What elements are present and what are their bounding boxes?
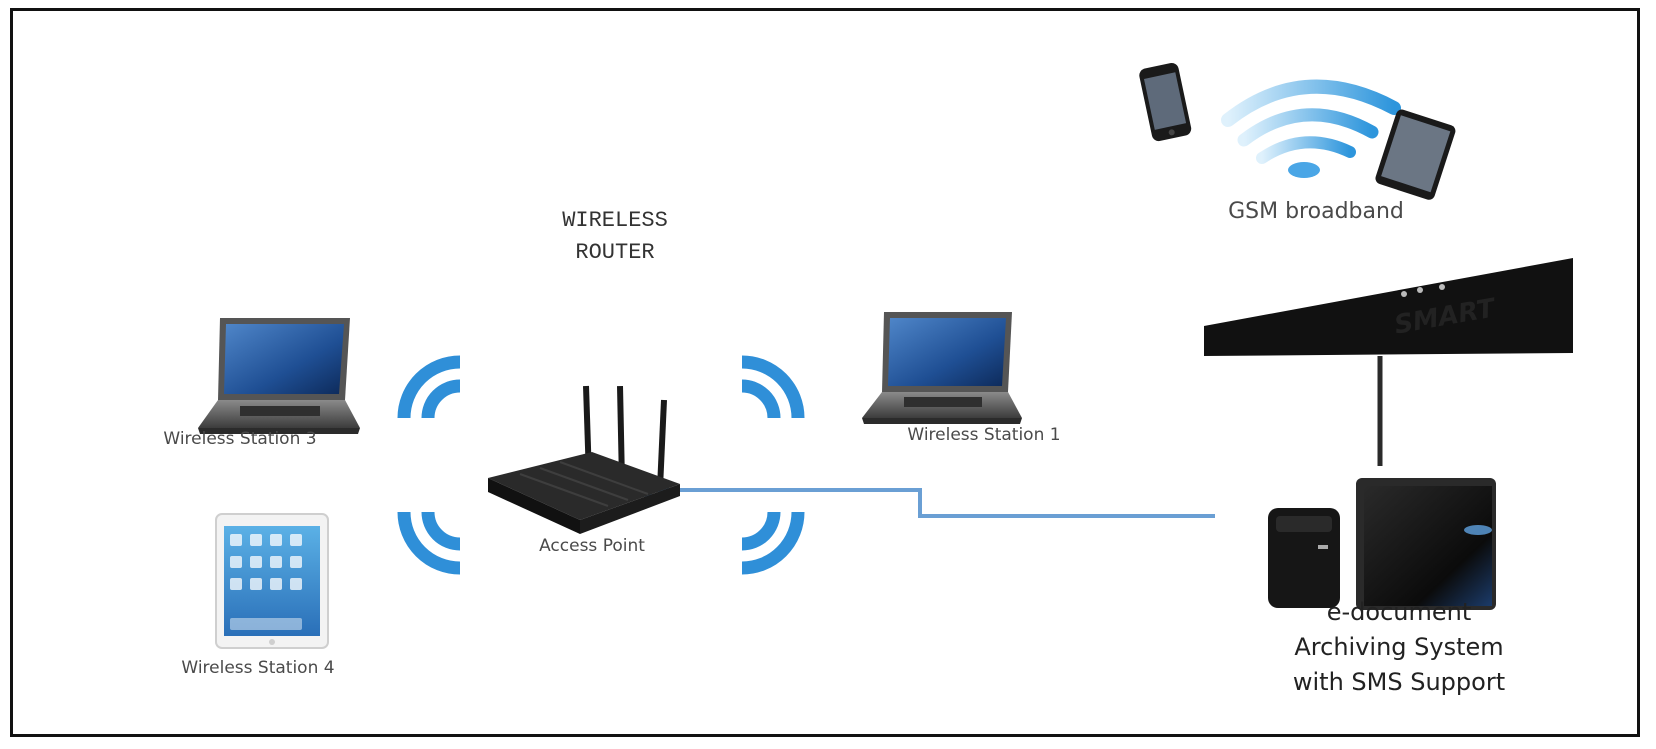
gsm-broadband-label: GSM broadband: [1228, 199, 1404, 224]
wireless-station-3-label: Wireless Station 3: [163, 429, 316, 449]
server-icon: [1268, 508, 1340, 608]
router-title-line2: ROUTER: [575, 240, 654, 265]
archive-label-line2: Archiving System: [1294, 633, 1503, 661]
monitor-icon: [1356, 478, 1496, 610]
network-link: [628, 480, 1215, 518]
wireless-station-4-label: Wireless Station 4: [181, 658, 334, 678]
laptop-icon: [198, 318, 360, 434]
archive-label-line1: e-document: [1327, 598, 1472, 626]
wifi-signal-icon: [1221, 79, 1401, 178]
tablet-icon: [215, 513, 329, 649]
tablet-icon: [1375, 109, 1456, 200]
laptop-icon: [862, 312, 1022, 424]
archive-label-line3: with SMS Support: [1293, 668, 1505, 696]
cell-tower-icon: [1204, 258, 1573, 466]
router-title-line1: WIRELESS: [562, 208, 668, 233]
wireless-station-1-label: Wireless Station 1: [907, 425, 1060, 445]
wifi-signal-icon: [397, 355, 805, 575]
phone-icon: [1139, 62, 1192, 142]
access-point-label: Access Point: [539, 536, 645, 556]
router-icon: [488, 385, 680, 534]
